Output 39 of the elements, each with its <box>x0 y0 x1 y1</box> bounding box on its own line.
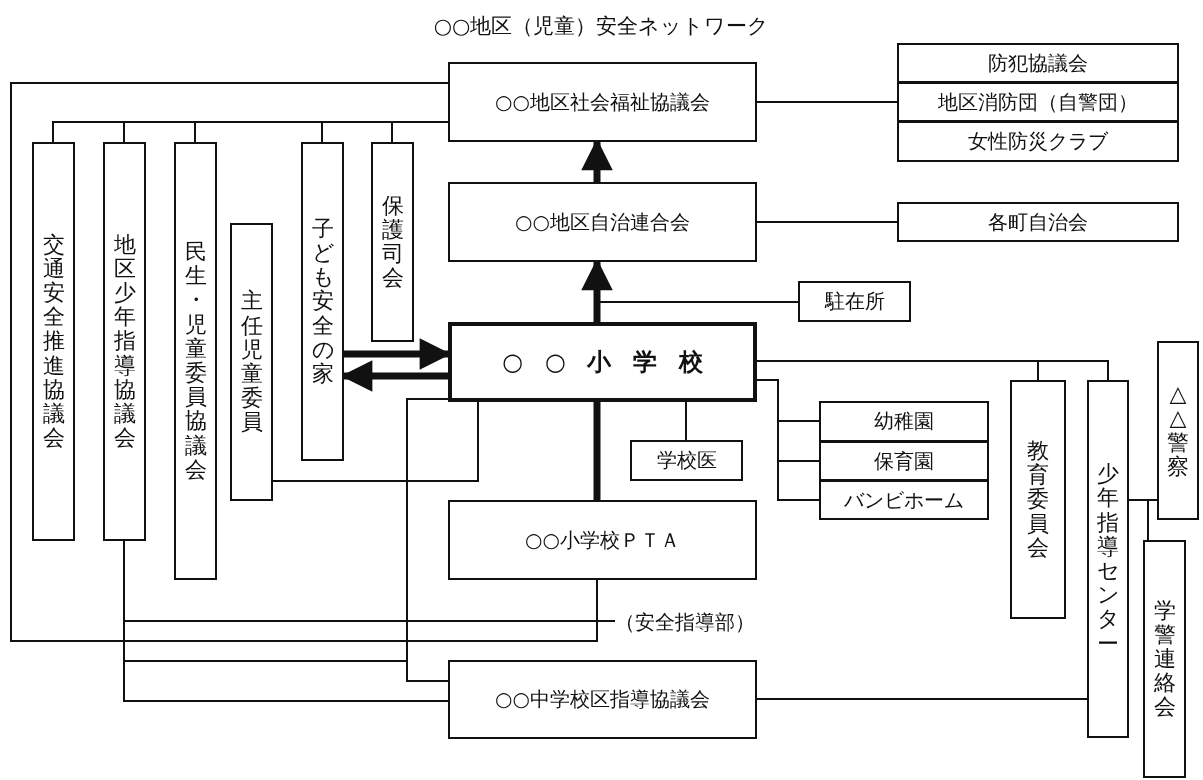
organization-box: 子ども安全の家 <box>301 142 344 461</box>
connector-line <box>593 402 601 500</box>
organization-box: バンビホーム <box>819 480 989 520</box>
organization-box: 地区少年指導協議会 <box>103 142 146 541</box>
organization-box: ○○地区自治連合会 <box>448 182 757 262</box>
organization-box: 少年指導センター <box>1087 380 1129 738</box>
organization-box: 幼稚園 <box>819 401 989 442</box>
organization-box: 保護司会 <box>371 142 414 342</box>
connector-line <box>756 360 1109 381</box>
connector-line <box>685 401 687 441</box>
organization-box: 防犯協議会 <box>897 43 1179 83</box>
organization-box: 地区消防団（自警団） <box>897 82 1179 122</box>
organization-box: 学校医 <box>630 440 743 481</box>
connector-line <box>272 401 479 482</box>
connector-line <box>756 101 898 103</box>
organization-box: 学警連絡会 <box>1143 540 1186 778</box>
organization-box: 駐在所 <box>798 281 911 322</box>
connector-line <box>756 698 1088 700</box>
connector-line <box>406 398 449 682</box>
connector-line <box>1128 499 1149 541</box>
organization-box: 交通安全推進協議会 <box>32 142 75 541</box>
organization-box: ○○地区社会福祉協議会 <box>448 62 757 142</box>
organization-box: △△警察 <box>1157 341 1199 520</box>
organization-box: 女性防災クラブ <box>897 121 1179 162</box>
organization-box: ○○小学校ＰＴＡ <box>448 500 757 580</box>
connector-line <box>756 379 820 501</box>
organization-box: 主任児童委員 <box>230 223 273 501</box>
organization-box: ○○小学校 <box>448 322 757 402</box>
connector-line <box>10 82 598 642</box>
organization-box: 各町自治会 <box>897 202 1179 242</box>
department-label: （安全指導部） <box>615 606 755 638</box>
connector-line <box>596 301 799 323</box>
organization-box: 教育委員会 <box>1010 380 1066 619</box>
organization-box: ○○中学校区指導協議会 <box>448 660 757 739</box>
connector-line <box>391 121 449 143</box>
organization-box: 民生・児童委員協議会 <box>174 142 217 580</box>
organization-box: 保育園 <box>819 441 989 481</box>
diagram-title: ○○地区（児童）安全ネットワーク <box>432 13 771 40</box>
connector-line <box>756 221 898 223</box>
